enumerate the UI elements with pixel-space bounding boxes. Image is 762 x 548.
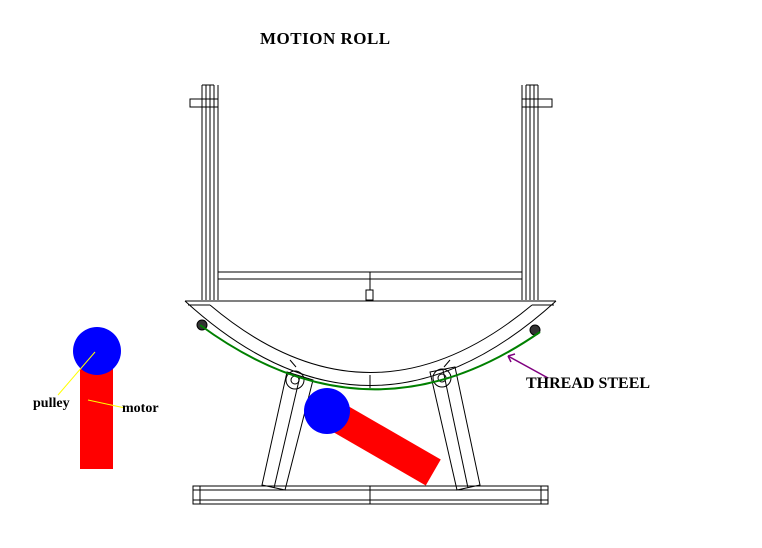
- thread-steel-line: [199, 324, 541, 391]
- base-frame: [192, 485, 549, 505]
- left-support-leg: [261, 370, 314, 491]
- cradle-segment-marks: [289, 359, 451, 388]
- frame-crossbar: [218, 271, 522, 301]
- legend-pulley: [73, 327, 121, 375]
- pulley-leader-line: [57, 351, 96, 396]
- pulley-label: pulley: [33, 396, 70, 411]
- motor-leader-line: [87, 399, 126, 409]
- roll-cradle-arc: [184, 300, 557, 386]
- thread-steel-label: THREAD STEEL: [526, 375, 651, 392]
- diagram-title: MOTION ROLL: [260, 29, 391, 48]
- right-support-leg: [429, 366, 481, 491]
- right-frame-post: [521, 84, 553, 300]
- thread-steel-arrow: [507, 353, 549, 379]
- central-pulley: [304, 388, 350, 434]
- left-frame-post: [189, 84, 219, 300]
- motor-label: motor: [122, 401, 159, 416]
